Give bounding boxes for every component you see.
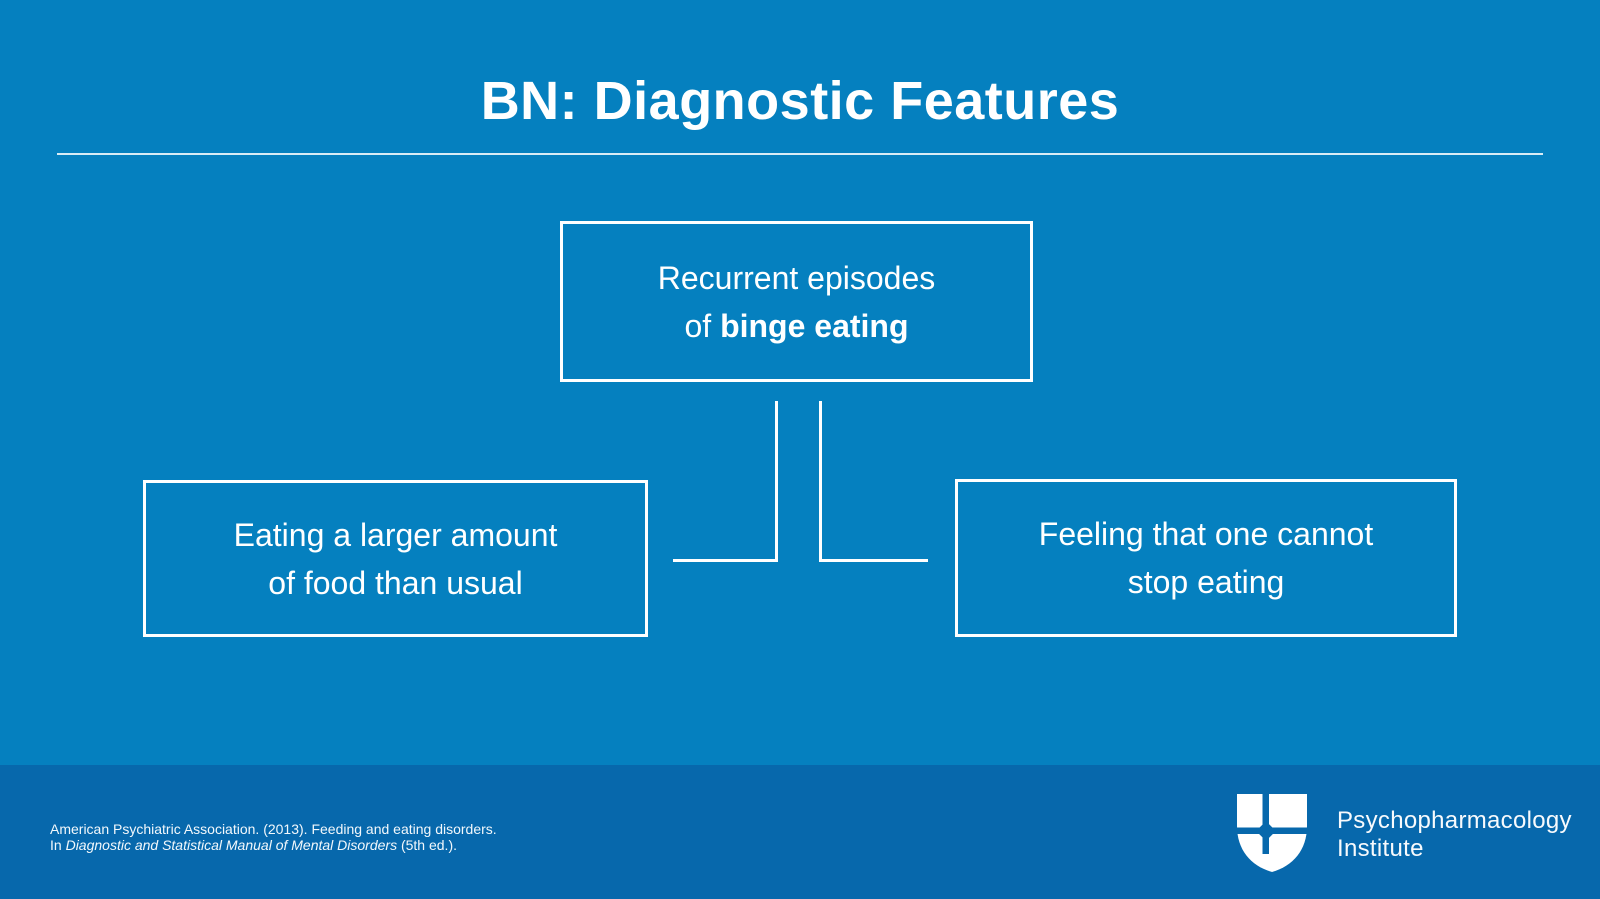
box-text-normal: of bbox=[684, 307, 721, 344]
title-divider bbox=[57, 153, 1543, 155]
citation-text: In bbox=[50, 837, 66, 853]
box-text-line: of binge eating bbox=[684, 302, 908, 350]
citation: American Psychiatric Association. (2013)… bbox=[50, 821, 497, 853]
logo-name-line-1: Psychopharmacology bbox=[1337, 807, 1572, 834]
shield-cross-icon bbox=[1233, 792, 1311, 872]
citation-line-1: American Psychiatric Association. (2013)… bbox=[50, 821, 497, 837]
connector-vertical-right bbox=[819, 401, 822, 562]
citation-text: (5th ed.). bbox=[397, 837, 457, 853]
box-recurrent-binge-eating: Recurrent episodes of binge eating bbox=[560, 221, 1033, 382]
connector-horizontal-left bbox=[673, 559, 778, 562]
page-title: BN: Diagnostic Features bbox=[480, 71, 1120, 131]
box-text-line: Eating a larger amount bbox=[233, 516, 558, 553]
connector-horizontal-right bbox=[819, 559, 928, 562]
citation-book-title: Diagnostic and Statistical Manual of Men… bbox=[65, 837, 398, 853]
logo-wordmark: Psychopharmacology Institute bbox=[1337, 807, 1572, 863]
citation-line-2: In Diagnostic and Statistical Manual of … bbox=[50, 837, 497, 853]
logo-name-line-2: Institute bbox=[1337, 835, 1424, 862]
footer: American Psychiatric Association. (2013)… bbox=[0, 765, 1600, 899]
box-cannot-stop-eating: Feeling that one cannot stop eating bbox=[955, 479, 1457, 637]
box-text-line: Feeling that one cannot bbox=[1038, 516, 1374, 552]
box-text-line: of food than usual bbox=[268, 564, 523, 601]
connector-vertical-left bbox=[775, 401, 778, 562]
box-larger-amount-of-food: Eating a larger amount of food than usua… bbox=[143, 480, 648, 637]
box-text-bold: binge eating bbox=[720, 307, 909, 344]
box-text-line: stop eating bbox=[1127, 564, 1285, 600]
box-text-line: Recurrent episodes bbox=[657, 259, 936, 296]
